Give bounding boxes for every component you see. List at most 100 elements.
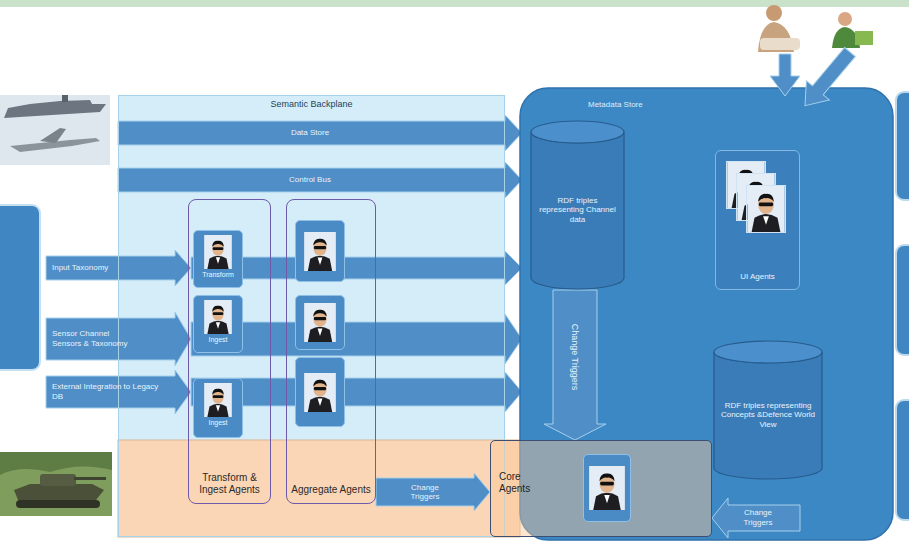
agent-box: Ingest [193, 295, 243, 353]
node-label: UI Agents [740, 272, 775, 281]
node-label: Aggregate Agents [291, 484, 371, 496]
icon-part [314, 317, 326, 320]
side-panel [896, 92, 909, 200]
icon-part [204, 235, 232, 269]
foliage [0, 452, 112, 475]
icon-part [212, 241, 224, 247]
side-panel [896, 245, 909, 355]
tank-gun [74, 477, 106, 480]
block-arrow [712, 498, 800, 538]
carrier-ship [4, 100, 106, 118]
side-panel [896, 400, 909, 520]
trigger-arrow [544, 290, 606, 440]
database-cylinder: RDF triples representing Concepts &Defen… [713, 340, 823, 480]
icon-part [308, 327, 332, 342]
agent-box [295, 295, 345, 350]
person-papers [855, 31, 873, 45]
agent-icon [204, 235, 232, 269]
trigger-arrow [376, 473, 490, 511]
database-cylinder: RDF triples representing Channel data [530, 120, 625, 290]
node-label: Semantic Backplane [119, 96, 504, 109]
side-panel [0, 205, 40, 370]
agent-icon [746, 185, 786, 233]
icon-part [589, 466, 625, 510]
icon-part [314, 246, 326, 249]
icon-part [216, 257, 220, 263]
arrow-label: Data Store [250, 128, 370, 138]
agent-icon [204, 300, 232, 334]
node-label: RDF triples representing Concepts &Defen… [719, 401, 817, 429]
icon-part [593, 493, 621, 510]
agent-box [583, 454, 631, 522]
edge-label: Change Triggers [570, 296, 580, 418]
icon-part [204, 383, 232, 417]
icon-part [204, 300, 232, 334]
block-arrow [118, 115, 522, 151]
icon-part [752, 214, 781, 232]
arrow-group [794, 42, 862, 115]
node-label: Transform [202, 271, 234, 279]
agent-icon [204, 383, 232, 417]
agent-band [118, 440, 520, 537]
agent-stack: UI Agents [715, 150, 800, 290]
agent-group: Transform & Ingest Agents TransformIngest… [188, 199, 271, 504]
icon-part [313, 379, 326, 386]
icon-part [304, 232, 336, 271]
icon-part [213, 247, 224, 250]
icon-part [304, 373, 336, 412]
node-label: Core Agents [499, 471, 545, 494]
cylinder-top [714, 341, 822, 363]
block-arrow [118, 162, 522, 198]
cylinder-body [531, 132, 624, 289]
arrow-label: External Integration to Legacy DB [52, 382, 162, 402]
tank-hull [14, 484, 104, 500]
node-label: Ingest [208, 336, 227, 344]
agent-icon [304, 303, 336, 342]
icon-part [207, 404, 228, 417]
icon-part [216, 405, 220, 411]
icon-part [314, 387, 326, 390]
agent-box [295, 220, 345, 282]
icon-part [207, 256, 228, 269]
backplane-band: Semantic BackplaneTransform & Ingest Age… [118, 95, 505, 537]
agent-icon [589, 466, 625, 510]
icon-part [304, 303, 336, 342]
icon-part [212, 306, 224, 312]
person-head [766, 5, 782, 21]
photo-background [0, 452, 112, 516]
icon-part [600, 482, 614, 486]
agent-box: Transform [193, 230, 243, 288]
arrow-label: Change Triggers [732, 508, 784, 528]
icon-part [763, 216, 769, 225]
icon-part [313, 238, 326, 245]
icon-part [599, 474, 614, 482]
icon-part [207, 321, 228, 334]
agent-box [295, 357, 345, 427]
node-label: Metadata Store [588, 100, 643, 109]
cylinder-body [714, 352, 822, 479]
tank-turret [40, 474, 76, 486]
agent-icon [304, 373, 336, 412]
node-label: Transform & Ingest Agents [192, 472, 267, 495]
block-arrow [770, 54, 800, 96]
ship-tower [62, 95, 68, 102]
icon-part [759, 203, 773, 207]
icon-part [212, 389, 224, 395]
agent-box: Ingest [193, 378, 243, 438]
icon-part [313, 310, 326, 317]
person-head [838, 12, 852, 26]
block-arrow [794, 42, 862, 115]
person-papers [760, 38, 800, 50]
icon-part [604, 495, 610, 503]
icon-part [318, 398, 323, 405]
icon-part [213, 312, 224, 315]
icon-part [213, 395, 224, 398]
icon-part [216, 322, 220, 328]
agent-icon [304, 232, 336, 271]
core-box: Core Agents [490, 440, 712, 537]
arrow-label: Sensor Channel Sensors & Taxonomy [52, 329, 130, 349]
node-label: RDF triples representing Channel data [536, 196, 619, 224]
cylinder-top [531, 121, 624, 143]
icon-part [308, 255, 332, 270]
